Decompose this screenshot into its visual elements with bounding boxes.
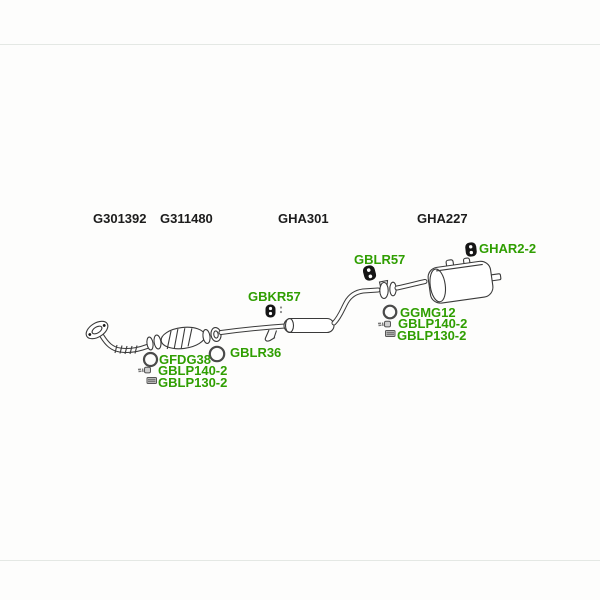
frame-line-bottom bbox=[0, 560, 600, 561]
part-label-g301392: G301392 bbox=[93, 211, 147, 226]
rubber-hanger-icon bbox=[362, 265, 377, 281]
part-label-gfdg38[interactable]: GFDG38 bbox=[159, 352, 212, 367]
catalytic-converter bbox=[146, 326, 222, 351]
hanger-bracket bbox=[264, 329, 278, 342]
rear-muffler bbox=[427, 257, 502, 304]
gasket-ring-icon bbox=[208, 345, 226, 363]
center-resonator bbox=[218, 287, 381, 342]
gasket-ring-icon bbox=[382, 304, 398, 320]
frame-line-top bbox=[0, 44, 600, 45]
part-label-gblp140-2-r[interactable]: GBLP140-2 bbox=[398, 316, 468, 331]
bolt-icon bbox=[137, 366, 151, 374]
gasket-ring-icon bbox=[142, 351, 159, 368]
rear-pipe-joint bbox=[378, 279, 428, 300]
nut-icon bbox=[146, 377, 157, 384]
front-flange bbox=[85, 320, 109, 340]
part-label-gblp140-2-l[interactable]: GBLP140-2 bbox=[158, 363, 228, 378]
nut-icon bbox=[385, 330, 396, 337]
part-label-g311480: G311480 bbox=[160, 211, 213, 226]
flex-section bbox=[114, 344, 138, 355]
part-label-gblr36[interactable]: GBLR36 bbox=[230, 345, 282, 360]
part-label-gbkr57[interactable]: GBKR57 bbox=[248, 289, 301, 304]
part-label-gha227: GHA227 bbox=[417, 211, 468, 226]
part-label-gblp130-2-r[interactable]: GBLP130-2 bbox=[397, 328, 467, 343]
part-label-gblr57[interactable]: GBLR57 bbox=[354, 252, 406, 267]
part-label-ghar2-2[interactable]: GHAR2-2 bbox=[479, 241, 537, 256]
part-label-ggmg12[interactable]: GGMG12 bbox=[400, 305, 456, 320]
bolt-icon bbox=[377, 320, 391, 328]
rubber-hanger-icon bbox=[265, 304, 283, 318]
front-pipe bbox=[85, 320, 150, 355]
part-label-gblp130-2-l[interactable]: GBLP130-2 bbox=[158, 375, 228, 390]
part-label-gha301: GHA301 bbox=[278, 211, 329, 226]
rubber-hanger-icon bbox=[465, 242, 477, 257]
